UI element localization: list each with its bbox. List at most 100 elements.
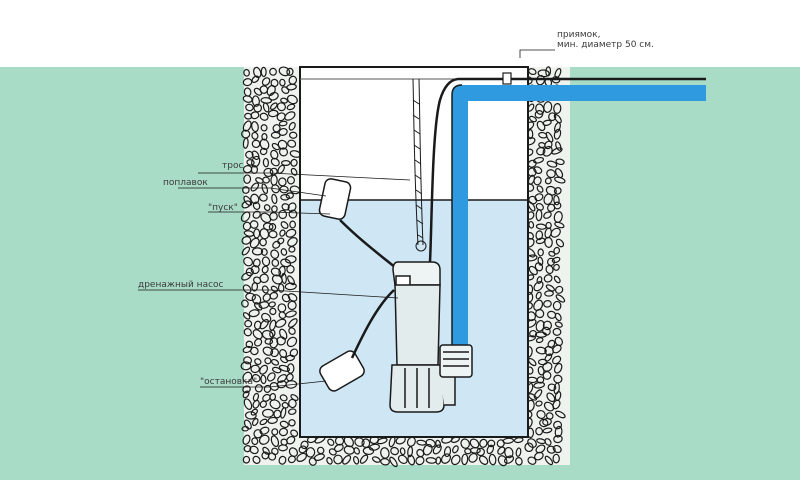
gravel-pebble xyxy=(245,340,254,349)
gravel-pebble xyxy=(555,168,564,179)
gravel-pebble xyxy=(280,194,291,201)
gravel-pebble xyxy=(288,419,296,427)
gravel-pebble xyxy=(550,227,561,238)
gravel-pebble xyxy=(287,202,297,212)
gravel-pebble xyxy=(533,389,543,399)
gravel-pebble xyxy=(286,103,296,111)
gravel-pebble xyxy=(242,186,250,194)
gravel-pebble xyxy=(544,290,554,297)
gravel-pebble xyxy=(263,384,272,393)
gravel-pebble xyxy=(266,372,276,382)
gravel-pebble xyxy=(536,185,544,193)
gravel-pebble xyxy=(264,338,274,345)
gravel-pebble xyxy=(284,282,297,291)
gravel-pebble xyxy=(290,429,299,437)
gravel-pebble xyxy=(390,446,400,456)
gravel-pebble xyxy=(288,408,297,415)
gravel-pebble xyxy=(537,248,544,257)
gravel-pebble xyxy=(545,284,555,292)
gravel-pebble xyxy=(542,320,553,331)
gravel-pebble xyxy=(243,419,252,430)
gravel-pebble xyxy=(287,455,296,464)
gravel-pebble xyxy=(535,427,544,436)
gravel-pebble xyxy=(552,300,562,311)
gravel-pebble xyxy=(286,83,297,91)
gravel-pebble xyxy=(277,237,285,245)
gravel-pebble xyxy=(278,265,286,277)
gravel-pebble xyxy=(333,454,343,465)
gravel-pebble xyxy=(269,399,281,410)
gravel-pebble xyxy=(333,443,344,453)
gravel-pebble xyxy=(242,137,249,149)
gravel-pebble xyxy=(548,112,557,122)
gravel-pebble xyxy=(544,438,552,446)
label-stop: "остановка" xyxy=(200,377,257,387)
gravel-pebble xyxy=(267,109,279,118)
gravel-pebble xyxy=(543,101,553,113)
gravel-pebble xyxy=(243,174,252,184)
gravel-pebble xyxy=(261,132,268,141)
gravel-pebble xyxy=(543,274,553,283)
gravel-pebble xyxy=(242,455,251,464)
gravel-pebble xyxy=(285,310,297,318)
gravel-pebble xyxy=(277,283,285,293)
gravel-pebble xyxy=(552,453,560,464)
gravel-pebble xyxy=(535,209,543,222)
gravel-pebble xyxy=(450,454,461,466)
gravel-pebble xyxy=(243,256,254,267)
gravel-pebble xyxy=(288,327,296,335)
gravel-pebble xyxy=(284,111,296,121)
gravel-pebble xyxy=(399,447,406,456)
gravel-pebble xyxy=(544,236,553,248)
gravel-pebble xyxy=(250,346,259,356)
gravel-pebble xyxy=(259,112,269,121)
gravel-pebble xyxy=(553,201,562,210)
gravel-pebble xyxy=(535,337,544,344)
gravel-pebble xyxy=(262,346,274,356)
gravel-pebble xyxy=(460,438,470,449)
gravel-pebble xyxy=(254,358,262,366)
gravel-pebble xyxy=(435,456,442,465)
gravel-pebble xyxy=(259,426,270,435)
gravel-pebble xyxy=(542,361,553,372)
label-sump-line1: приямок, xyxy=(557,30,600,40)
gravel-pebble xyxy=(260,66,267,78)
gravel-pebble xyxy=(249,220,259,229)
gravel-pebble xyxy=(533,280,544,292)
gravel-pebble xyxy=(244,319,253,328)
gravel-pebble xyxy=(407,454,416,466)
gravel-pebble xyxy=(251,155,261,168)
gravel-pebble xyxy=(241,425,250,432)
gravel-pebble xyxy=(251,121,259,133)
gravel-pebble xyxy=(286,67,294,76)
rope xyxy=(412,78,427,252)
gravel-pebble xyxy=(533,176,542,186)
gravel-pebble xyxy=(253,320,262,330)
label-start: "пуск" xyxy=(208,203,238,213)
gravel-pebble xyxy=(554,336,563,347)
gravel-pebble xyxy=(259,273,269,284)
gravel-pebble xyxy=(242,120,252,132)
outlet-pipe xyxy=(451,84,706,345)
gravel-pebble xyxy=(407,446,414,458)
gravel-pebble xyxy=(279,229,286,237)
gravel-pebble xyxy=(270,348,280,358)
gravel-pebble xyxy=(288,246,296,253)
gravel-pebble xyxy=(555,238,565,248)
gravel-pebble xyxy=(269,291,279,300)
gravel-pebble xyxy=(502,437,515,444)
gravel-pebble xyxy=(279,394,288,402)
gravel-pebble xyxy=(258,434,270,445)
gravel-pebble xyxy=(487,439,496,448)
gravel-pebble xyxy=(432,444,442,455)
gravel-pebble xyxy=(241,236,252,245)
gravel-pebble xyxy=(313,453,325,461)
gravel-pebble xyxy=(278,147,289,157)
gravel-pebble xyxy=(267,452,277,461)
gravel-pebble xyxy=(287,300,297,311)
gravel-pebble xyxy=(305,447,316,458)
gravel-pebble xyxy=(300,440,309,450)
gravel-pebble xyxy=(270,285,279,293)
gravel-pebble xyxy=(537,358,548,366)
gravel-pebble xyxy=(270,78,279,88)
